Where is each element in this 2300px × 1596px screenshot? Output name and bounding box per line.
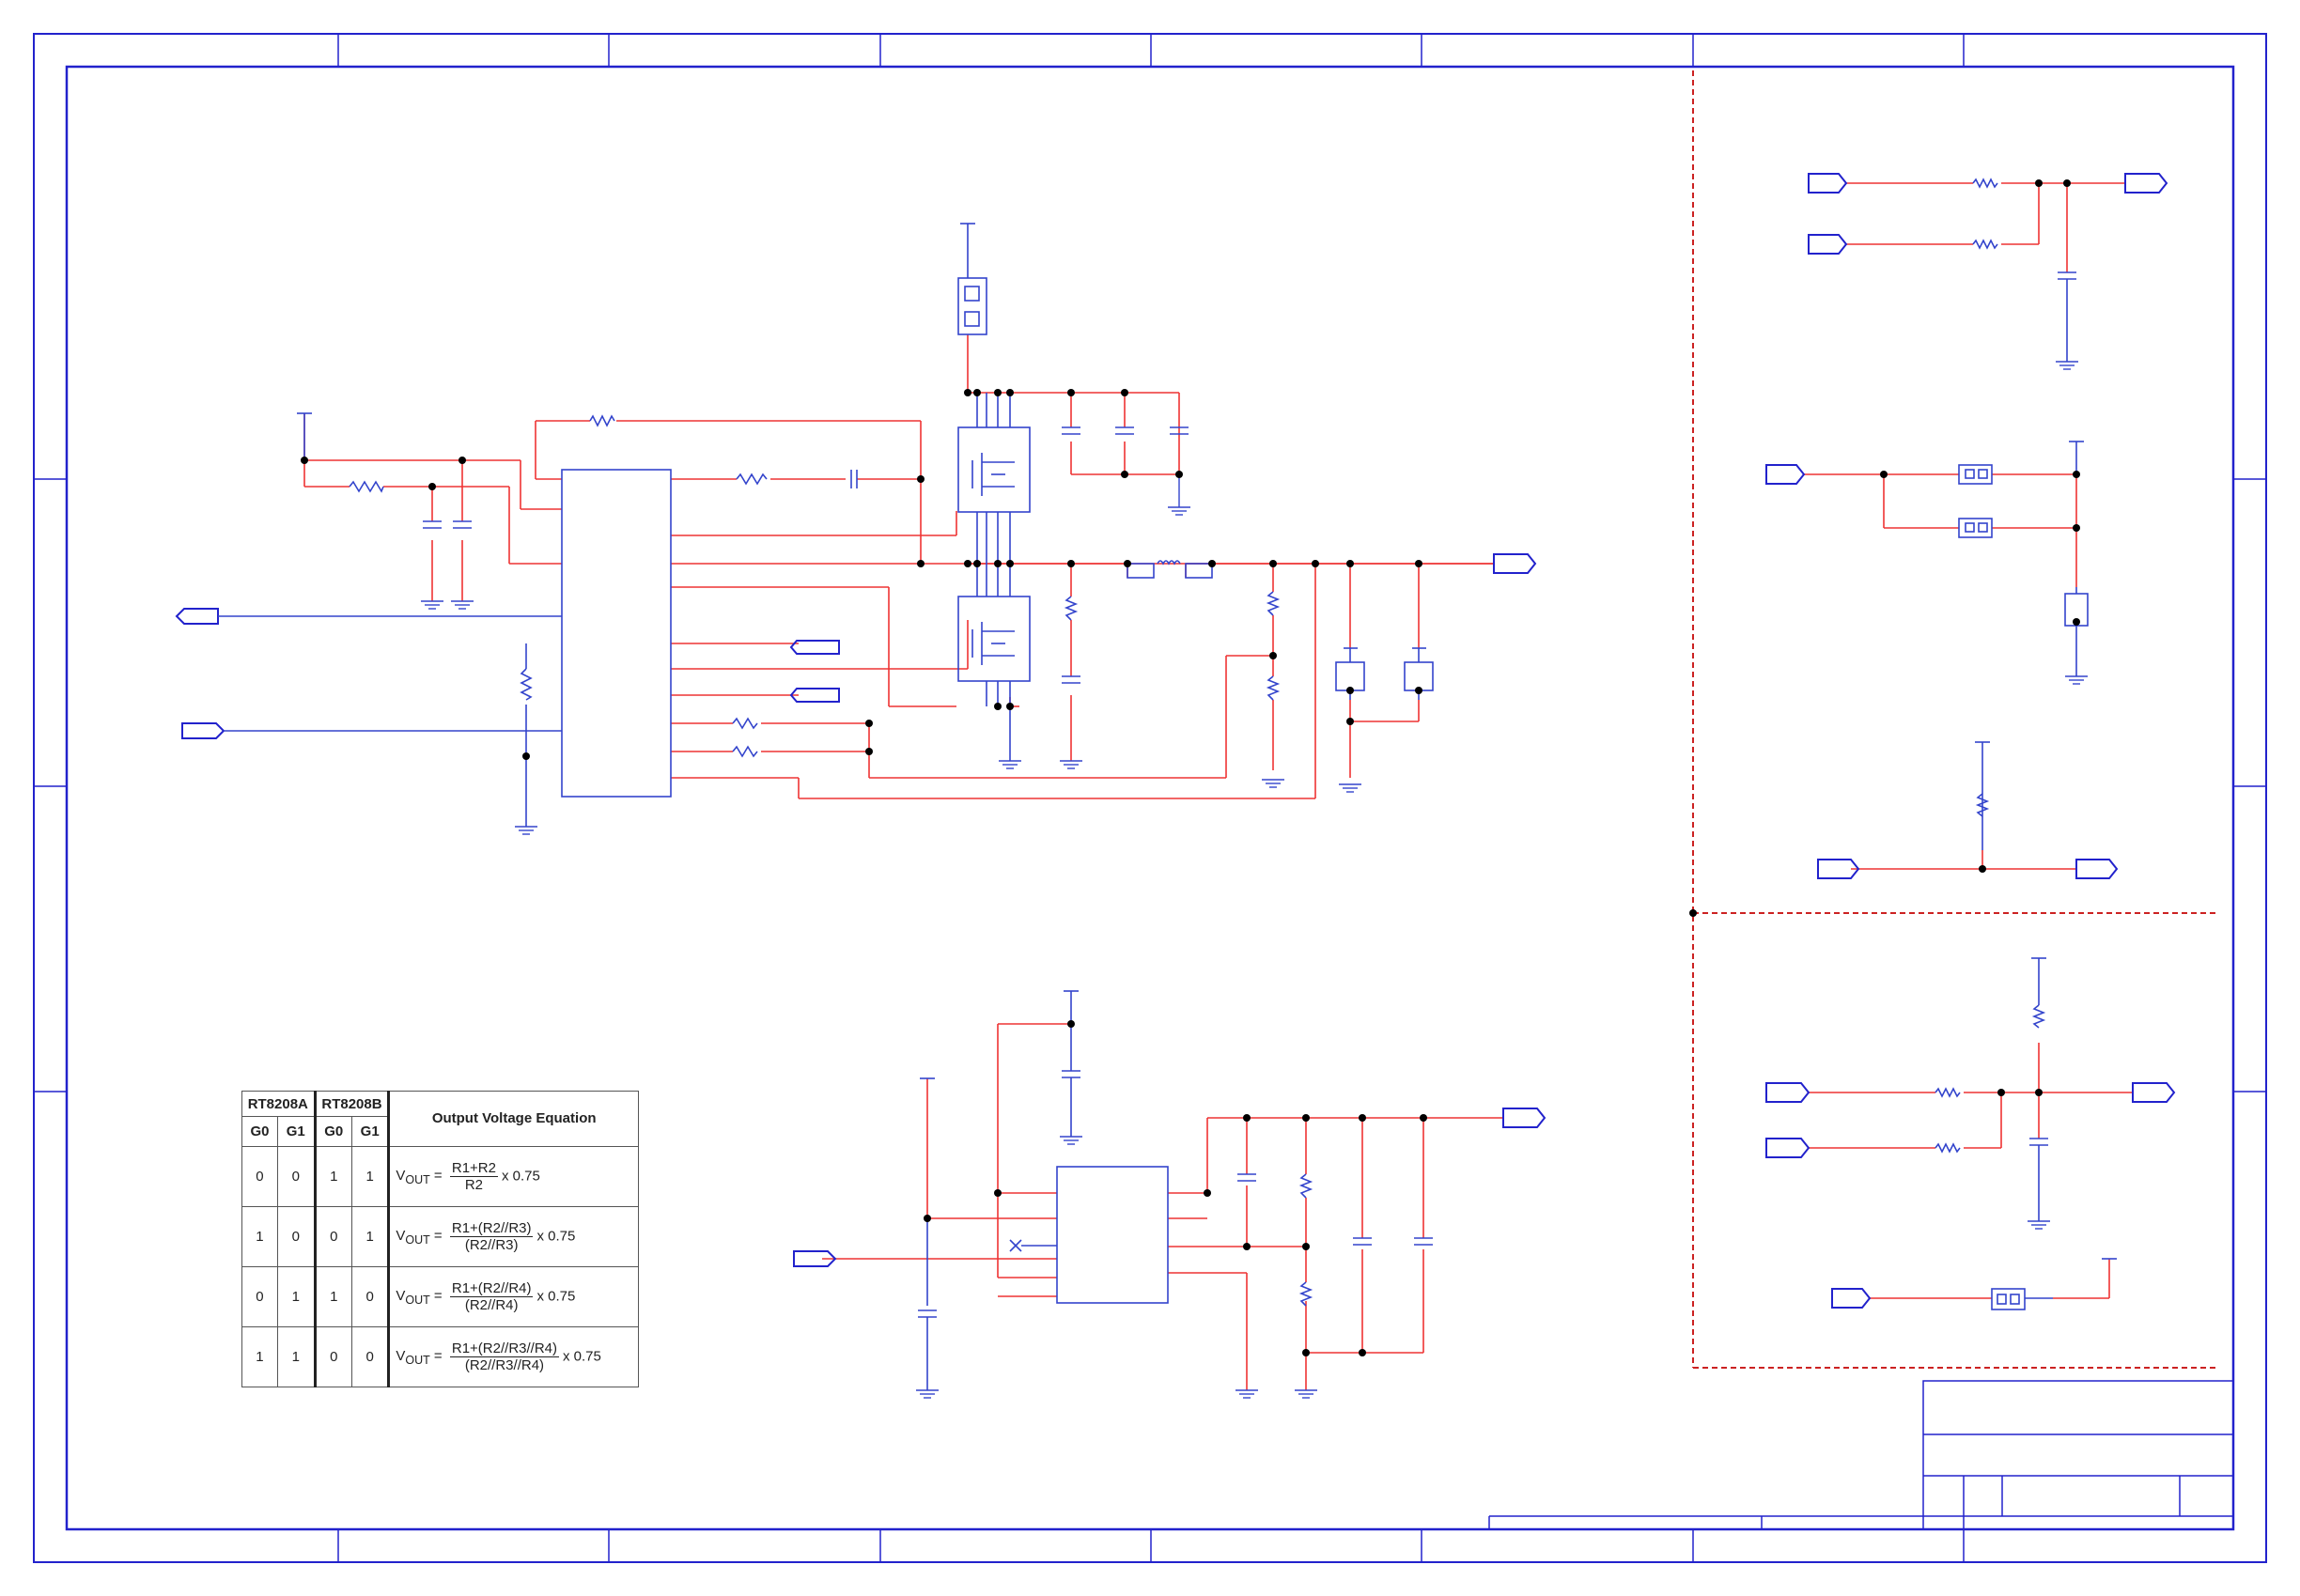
multiplier: x 0.75	[563, 1348, 601, 1365]
output-voltage-table: RT8208A RT8208B Output Voltage Equation …	[241, 1090, 639, 1388]
main-converter-wires	[303, 334, 1494, 799]
equation-cell: VOUT = R1+(R2//R3//R4)(R2//R3//R4)x 0.75	[387, 1325, 639, 1388]
cell-a-g0: 1	[241, 1205, 278, 1267]
right-panel-components	[1935, 178, 2117, 1310]
right-panel-junctions	[1880, 179, 2080, 1096]
cell-a-g1: 0	[276, 1205, 316, 1267]
connector-wires	[218, 615, 562, 732]
ldo-wires	[822, 1023, 1503, 1390]
vout-symbol: VOUT =	[396, 1228, 446, 1247]
high-side-mosfet	[957, 426, 1031, 513]
fraction: R1+(R2//R3)(R2//R3)	[449, 1219, 534, 1253]
multiplier: x 0.75	[536, 1288, 576, 1305]
multiplier: x 0.75	[501, 1168, 540, 1185]
right-panel-wires	[1804, 182, 2133, 1299]
table-row: 1 0 0 1 VOUT = R1+(R2//R3)(R2//R3)x 0.75	[241, 1205, 639, 1267]
equation-cell: VOUT = R1+(R2//R4)(R2//R4)x 0.75	[387, 1265, 639, 1327]
junction-dots	[301, 389, 1422, 760]
right-panel-connectors	[1765, 173, 2176, 1309]
multiplier: x 0.75	[536, 1228, 576, 1245]
junction-dot	[1689, 909, 1697, 917]
off-page-connectors	[175, 553, 1537, 739]
cell-b-g1: 1	[350, 1145, 390, 1207]
ldo-junctions	[924, 1020, 1427, 1356]
low-side-mosfet	[957, 596, 1031, 682]
vout-symbol: VOUT =	[396, 1288, 446, 1308]
ldo-ic	[1056, 1166, 1169, 1304]
fraction: R1+(R2//R3//R4)(R2//R3//R4)	[449, 1340, 559, 1373]
ldo-components	[918, 990, 1433, 1390]
table-row: 1 1 0 0 VOUT = R1+(R2//R3//R4)(R2//R3//R…	[241, 1325, 639, 1388]
cell-a-g0: 1	[241, 1325, 278, 1388]
ldo-connectors	[793, 1108, 1546, 1267]
cell-b-g0: 0	[313, 1325, 352, 1388]
cell-a-g1: 0	[276, 1145, 316, 1207]
resistors	[349, 414, 1281, 758]
cell-b-g0: 1	[313, 1145, 352, 1207]
cell-a-g0: 0	[241, 1145, 278, 1207]
cell-a-g1: 1	[276, 1325, 316, 1388]
right-panel-grounds	[2028, 361, 2088, 1230]
ground-symbols	[421, 506, 1361, 835]
cell-b-g1: 0	[350, 1265, 390, 1327]
subheader-g1: G1	[276, 1116, 316, 1147]
cell-a-g1: 1	[276, 1265, 316, 1327]
vout-symbol: VOUT =	[396, 1168, 446, 1187]
subheader-g1: G1	[350, 1116, 390, 1147]
vout-symbol: VOUT =	[396, 1348, 446, 1368]
header-rt8208b: RT8208B	[313, 1090, 390, 1118]
cell-b-g0: 1	[313, 1265, 352, 1327]
header-rt8208a: RT8208A	[241, 1090, 316, 1118]
fraction: R1+(R2//R4)(R2//R4)	[449, 1279, 534, 1313]
cell-b-g0: 0	[313, 1205, 352, 1267]
header-equation: Output Voltage Equation	[387, 1091, 639, 1147]
subheader-g0: G0	[241, 1116, 278, 1147]
cell-a-g0: 0	[241, 1265, 278, 1327]
cell-b-g1: 1	[350, 1205, 390, 1267]
cell-b-g1: 0	[350, 1325, 390, 1388]
section-dividers	[1692, 70, 2219, 1369]
controller-ic	[561, 469, 672, 798]
table-row: 0 1 1 0 VOUT = R1+(R2//R4)(R2//R4)x 0.75	[241, 1265, 639, 1327]
equation-cell: VOUT = R1+(R2//R3)(R2//R3)x 0.75	[387, 1205, 639, 1267]
main-converter-components	[297, 223, 1434, 827]
title-block	[1488, 1380, 2234, 1530]
subheader-g0: G0	[313, 1116, 352, 1147]
sheet-frame	[33, 33, 2267, 1563]
ldo-grounds	[916, 1136, 1317, 1399]
